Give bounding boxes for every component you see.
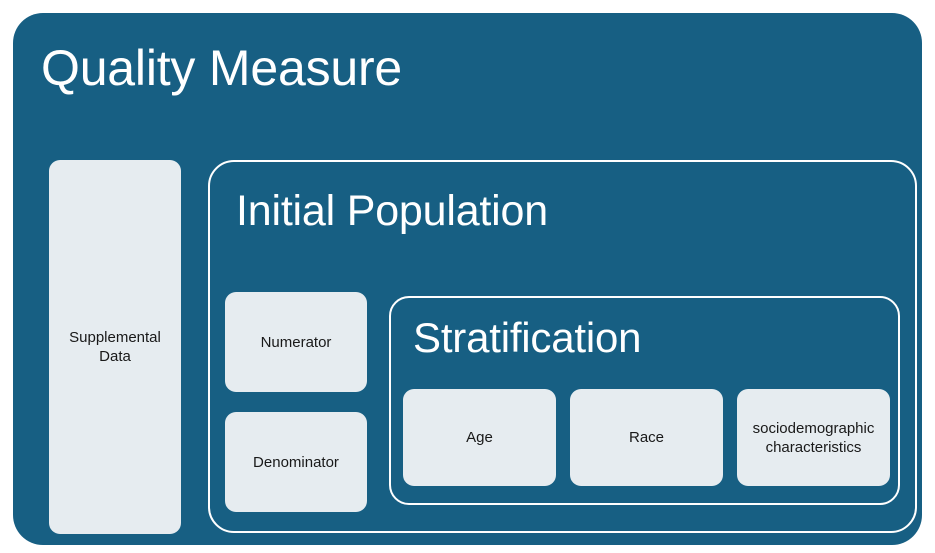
numerator-denominator-group: Numerator Denominator bbox=[225, 292, 367, 512]
denominator-box: Denominator bbox=[225, 412, 367, 512]
stratification-container: Stratification Age Race sociodemographic… bbox=[389, 296, 900, 505]
quality-measure-container: Quality Measure Supplemental Data Initia… bbox=[13, 13, 922, 545]
initial-population-title: Initial Population bbox=[236, 187, 548, 235]
initial-population-container: Initial Population Numerator Denominator… bbox=[208, 160, 917, 533]
numerator-box: Numerator bbox=[225, 292, 367, 392]
quality-measure-title: Quality Measure bbox=[41, 40, 403, 96]
supplemental-data-label-line1: Supplemental bbox=[69, 329, 161, 346]
numerator-label: Numerator bbox=[260, 333, 332, 351]
denominator-label: Denominator bbox=[253, 453, 339, 471]
stratification-title: Stratification bbox=[413, 314, 642, 361]
supplemental-data-label-line2: Data bbox=[99, 348, 131, 365]
stratification-label-sociodemographic-line2: characteristics bbox=[765, 438, 862, 456]
supplemental-data-label: Supplemental Data bbox=[61, 328, 169, 366]
stratification-label-sociodemographic-line1: sociodemographic bbox=[752, 419, 875, 437]
stratification-box-race: Race bbox=[570, 389, 723, 486]
supplemental-data-box: Supplemental Data bbox=[49, 160, 181, 534]
stratification-label-sociodemographic-characteristics: sociodemographic characteristics bbox=[747, 419, 881, 457]
stratification-label-age: Age bbox=[466, 429, 493, 446]
stratification-box-sociodemographic-characteristics: sociodemographic characteristics bbox=[737, 389, 890, 486]
stratification-box-age: Age bbox=[403, 389, 556, 486]
stratification-label-race: Race bbox=[628, 429, 665, 446]
stratification-category-group: Age Race sociodemographic characteristic… bbox=[403, 389, 890, 486]
